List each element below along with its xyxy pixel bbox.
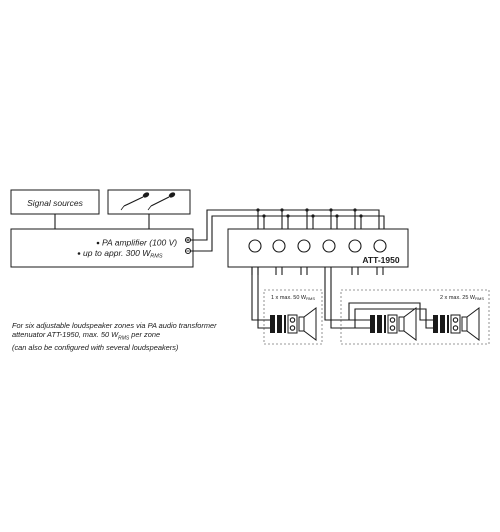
microphone-icon bbox=[147, 192, 176, 211]
terminal-block bbox=[287, 314, 298, 334]
caption-line-2: attenuator ATT-1950, max. 50 WRMS per zo… bbox=[12, 330, 161, 342]
zone-2-label: 2 x max. 25 WRMS bbox=[440, 295, 484, 301]
attenuator-label: ATT-1950 bbox=[362, 255, 399, 265]
zone-1-wire-a bbox=[251, 267, 270, 321]
speaker-line-b bbox=[191, 215, 385, 252]
volume-knob bbox=[272, 239, 286, 253]
transformer-icon bbox=[433, 315, 449, 333]
volume-knob bbox=[322, 239, 336, 253]
transformer-icon bbox=[270, 315, 286, 333]
zone-2-frame bbox=[340, 289, 490, 345]
volume-knob bbox=[373, 239, 387, 253]
pa-amplifier-box bbox=[10, 228, 194, 268]
transformer-icon bbox=[370, 315, 386, 333]
zone-1-label: 1 x max. 50 WRMS bbox=[271, 295, 315, 301]
zone-2-wire-d bbox=[354, 308, 433, 329]
caption-line-1: For six adjustable loudspeaker zones via… bbox=[12, 321, 217, 330]
zone-1-frame bbox=[263, 289, 323, 345]
zone-2-wire-c bbox=[348, 302, 433, 321]
volume-knob bbox=[248, 239, 262, 253]
zone-1-wire-b bbox=[257, 267, 270, 329]
zone-2-wire-b bbox=[330, 275, 370, 329]
bullet-dot bbox=[77, 252, 81, 255]
loudspeaker-icon bbox=[461, 307, 480, 341]
bullet-dot bbox=[96, 241, 100, 245]
zone-2-wire-a bbox=[324, 275, 370, 321]
signal-sources-box bbox=[10, 189, 100, 215]
signal-sources-label: Signal sources bbox=[27, 198, 84, 208]
loudspeaker-icon bbox=[298, 307, 317, 341]
junction-taps bbox=[256, 208, 363, 229]
microphone-icon bbox=[120, 192, 150, 211]
diagram-caption: For six adjustable loudspeaker zones via… bbox=[12, 321, 262, 352]
amplifier-line-2: up to appr. 300 WRMS bbox=[83, 248, 163, 260]
terminal-block bbox=[387, 314, 398, 334]
loudspeaker-icon bbox=[398, 307, 417, 341]
amplifier-line-1: PA amplifier (100 V) bbox=[102, 238, 177, 248]
output-stubs bbox=[251, 267, 384, 275]
volume-knob bbox=[348, 239, 362, 253]
terminal-block bbox=[450, 314, 461, 334]
caption-line-3: (can also be configured with several lou… bbox=[12, 343, 179, 353]
volume-knob bbox=[297, 239, 311, 253]
